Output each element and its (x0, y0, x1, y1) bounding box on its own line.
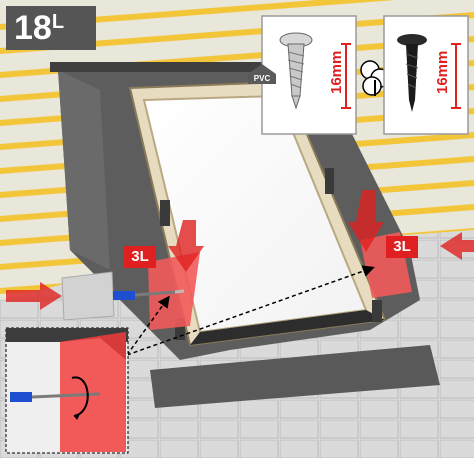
callout-left-label: 3L (124, 246, 156, 268)
step-number: 18 (14, 9, 52, 47)
top-flashing-bar (50, 62, 265, 72)
tile-panel (62, 272, 114, 320)
step-label: 18L (14, 8, 64, 48)
callout-right-label: 3L (386, 236, 418, 258)
screw-panel-black (384, 16, 468, 134)
detail-inset (6, 328, 128, 453)
screw-length-label-black: 16mm (434, 54, 454, 94)
step-suffix: L (52, 11, 64, 33)
screw-length-label-silver: 16mm (328, 54, 348, 94)
material-tag-label: PVC (248, 74, 276, 83)
